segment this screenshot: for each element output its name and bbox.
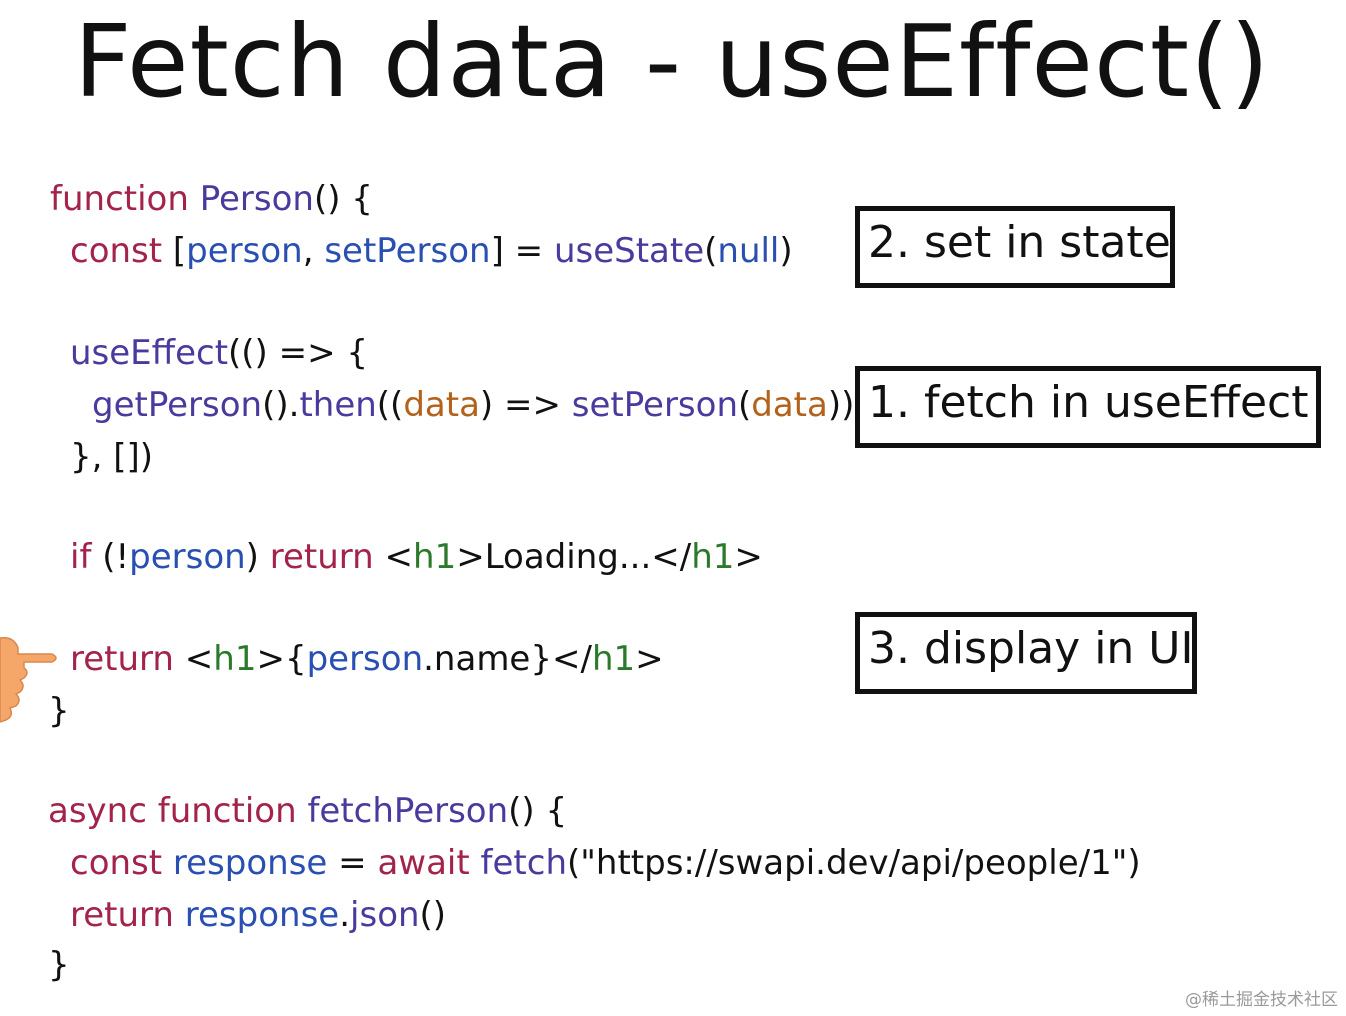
- keyword: return: [70, 895, 174, 935]
- punctuation: (): [419, 895, 447, 935]
- code-line-1: function Person() {: [50, 176, 373, 222]
- keyword: function: [157, 791, 297, 831]
- variable: person: [186, 231, 303, 271]
- punctuation: <: [373, 537, 414, 577]
- punctuation: >{: [256, 639, 307, 679]
- punctuation: () {: [313, 179, 373, 219]
- punctuation: (() => {: [228, 333, 369, 373]
- code-line-10: const response = await fetch("https://sw…: [70, 840, 1141, 886]
- step-2-box: 2. set in state: [855, 206, 1175, 288]
- keyword: await: [377, 843, 470, 883]
- step-3-box: 3. display in UI: [855, 612, 1197, 694]
- function-name: getPerson: [92, 385, 263, 425]
- punctuation: }, []): [70, 437, 154, 477]
- punctuation: [: [162, 231, 187, 271]
- punctuation: ,: [302, 231, 325, 271]
- code-line-8: }: [48, 688, 70, 734]
- code-line-6: if (!person) return <h1>Loading...</h1>: [70, 534, 763, 580]
- code-line-3: useEffect(() => {: [70, 330, 368, 376]
- punctuation: }: [48, 945, 70, 985]
- function-name: useEffect: [70, 333, 229, 373]
- variable: person: [129, 537, 246, 577]
- tag-name: h1: [213, 639, 257, 679]
- punctuation: )): [827, 385, 855, 425]
- code-line-11: return response.json(): [70, 892, 446, 938]
- punctuation: >: [635, 639, 664, 679]
- code-line-7: return <h1>{person.name}</h1>: [70, 636, 664, 682]
- punctuation: () {: [508, 791, 568, 831]
- slide-title: Fetch data - useEffect(): [74, 3, 1271, 120]
- punctuation: (: [567, 843, 581, 883]
- punctuation: ): [245, 537, 270, 577]
- punctuation: ((: [376, 385, 404, 425]
- function-name: then: [299, 385, 377, 425]
- function-name: setPerson: [571, 385, 738, 425]
- tag-name: h1: [591, 639, 636, 679]
- punctuation: ): [1127, 843, 1141, 883]
- tag-name: h1: [691, 537, 735, 577]
- punctuation: }: [48, 691, 70, 731]
- pointing-hand-icon: [0, 636, 57, 723]
- punctuation: (!: [91, 537, 130, 577]
- keyword: const: [70, 843, 163, 883]
- step-1-box: 1. fetch in useEffect: [855, 366, 1321, 448]
- code-line-2: const [person, setPerson] = useState(nul…: [70, 228, 793, 274]
- punctuation: ().: [262, 385, 300, 425]
- tag-name: h1: [413, 537, 457, 577]
- punctuation: >Loading...</: [456, 537, 692, 577]
- variable: person: [306, 639, 424, 679]
- keyword: if: [70, 537, 92, 577]
- variable: response: [184, 895, 340, 935]
- keyword: async: [48, 791, 147, 831]
- function-name: json: [350, 895, 420, 935]
- punctuation: (: [738, 385, 752, 425]
- variable: response: [172, 843, 328, 883]
- punctuation: ): [779, 231, 793, 271]
- punctuation: .name}</: [423, 639, 592, 679]
- code-line-4: getPerson().then((data) => setPerson(dat…: [92, 382, 854, 428]
- punctuation: <: [173, 639, 214, 679]
- argument: data: [403, 385, 480, 425]
- punctuation: >: [734, 537, 763, 577]
- keyword: function: [50, 179, 189, 219]
- punctuation: (: [704, 231, 718, 271]
- function-name: fetch: [480, 843, 567, 883]
- literal: null: [717, 231, 780, 271]
- keyword: return: [269, 537, 374, 577]
- variable: setPerson: [324, 231, 491, 271]
- punctuation: ] =: [490, 231, 554, 271]
- keyword: const: [70, 231, 163, 271]
- code-line-9: async function fetchPerson() {: [48, 788, 567, 834]
- punctuation: .: [339, 895, 351, 935]
- code-line-5: }, []): [70, 434, 153, 480]
- string-literal: "https://swapi.dev/api/people/1": [580, 843, 1128, 883]
- function-name: fetchPerson: [307, 791, 509, 831]
- code-line-12: }: [48, 942, 70, 988]
- argument: data: [751, 385, 828, 425]
- punctuation: =: [327, 843, 378, 883]
- function-name: Person: [199, 179, 314, 219]
- watermark: @稀土掘金技术社区: [1185, 990, 1338, 1010]
- keyword: return: [70, 639, 174, 679]
- function-name: useState: [553, 231, 705, 271]
- punctuation: ) =>: [479, 385, 572, 425]
